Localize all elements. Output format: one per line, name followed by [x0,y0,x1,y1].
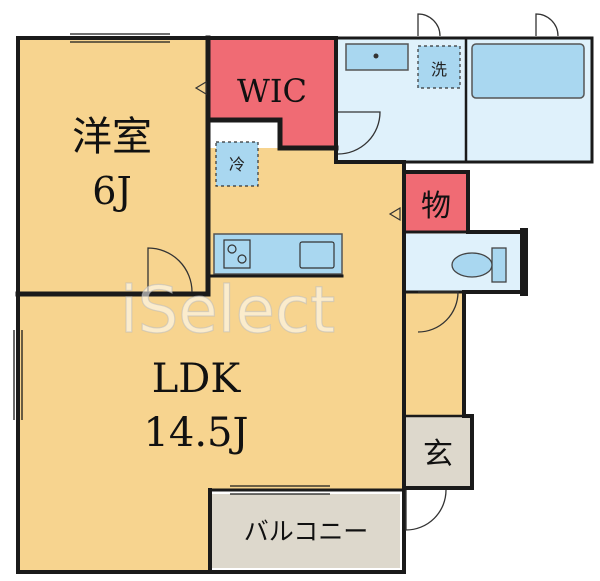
watermark: iSelect [120,274,335,348]
washbasin-drain [373,53,379,59]
ldk-area-upper [18,294,402,490]
balcony-area [210,494,400,568]
walls [15,35,594,574]
fridge-label: 冷 [229,155,245,174]
washer-space [417,45,461,89]
kitchen-counter [213,233,343,275]
toilet-bowl [451,252,493,278]
storage-area [404,172,468,232]
door-swings [147,13,559,531]
stove-burner-1 [227,244,237,254]
walk-in-closet-area [210,38,336,148]
western-room-name: 洋室 [72,114,152,160]
kitchen-sink [299,241,335,269]
wic-door-marker [194,80,207,96]
hall-area [404,292,464,416]
wic-label: WIC [237,72,307,110]
fridge-space [215,141,259,187]
toilet-tank [491,247,507,283]
storage-door-marker [388,206,401,222]
ldk-area-lower [18,490,210,572]
bathtub [471,43,585,99]
balcony-label: バルコニー [244,517,369,546]
stove [223,239,251,269]
storage-label: 物 [421,189,451,224]
ldk-size: 14.5J [143,410,248,456]
western-room-area [18,38,208,294]
washer-label: 洗 [431,60,447,79]
windows [13,33,330,495]
ldk-name: LDK [152,356,242,402]
western-room-size: 6J [92,169,131,213]
entrance-area [404,416,472,488]
entrance-label: 玄 [423,437,453,472]
stove-burner-2 [237,254,247,264]
